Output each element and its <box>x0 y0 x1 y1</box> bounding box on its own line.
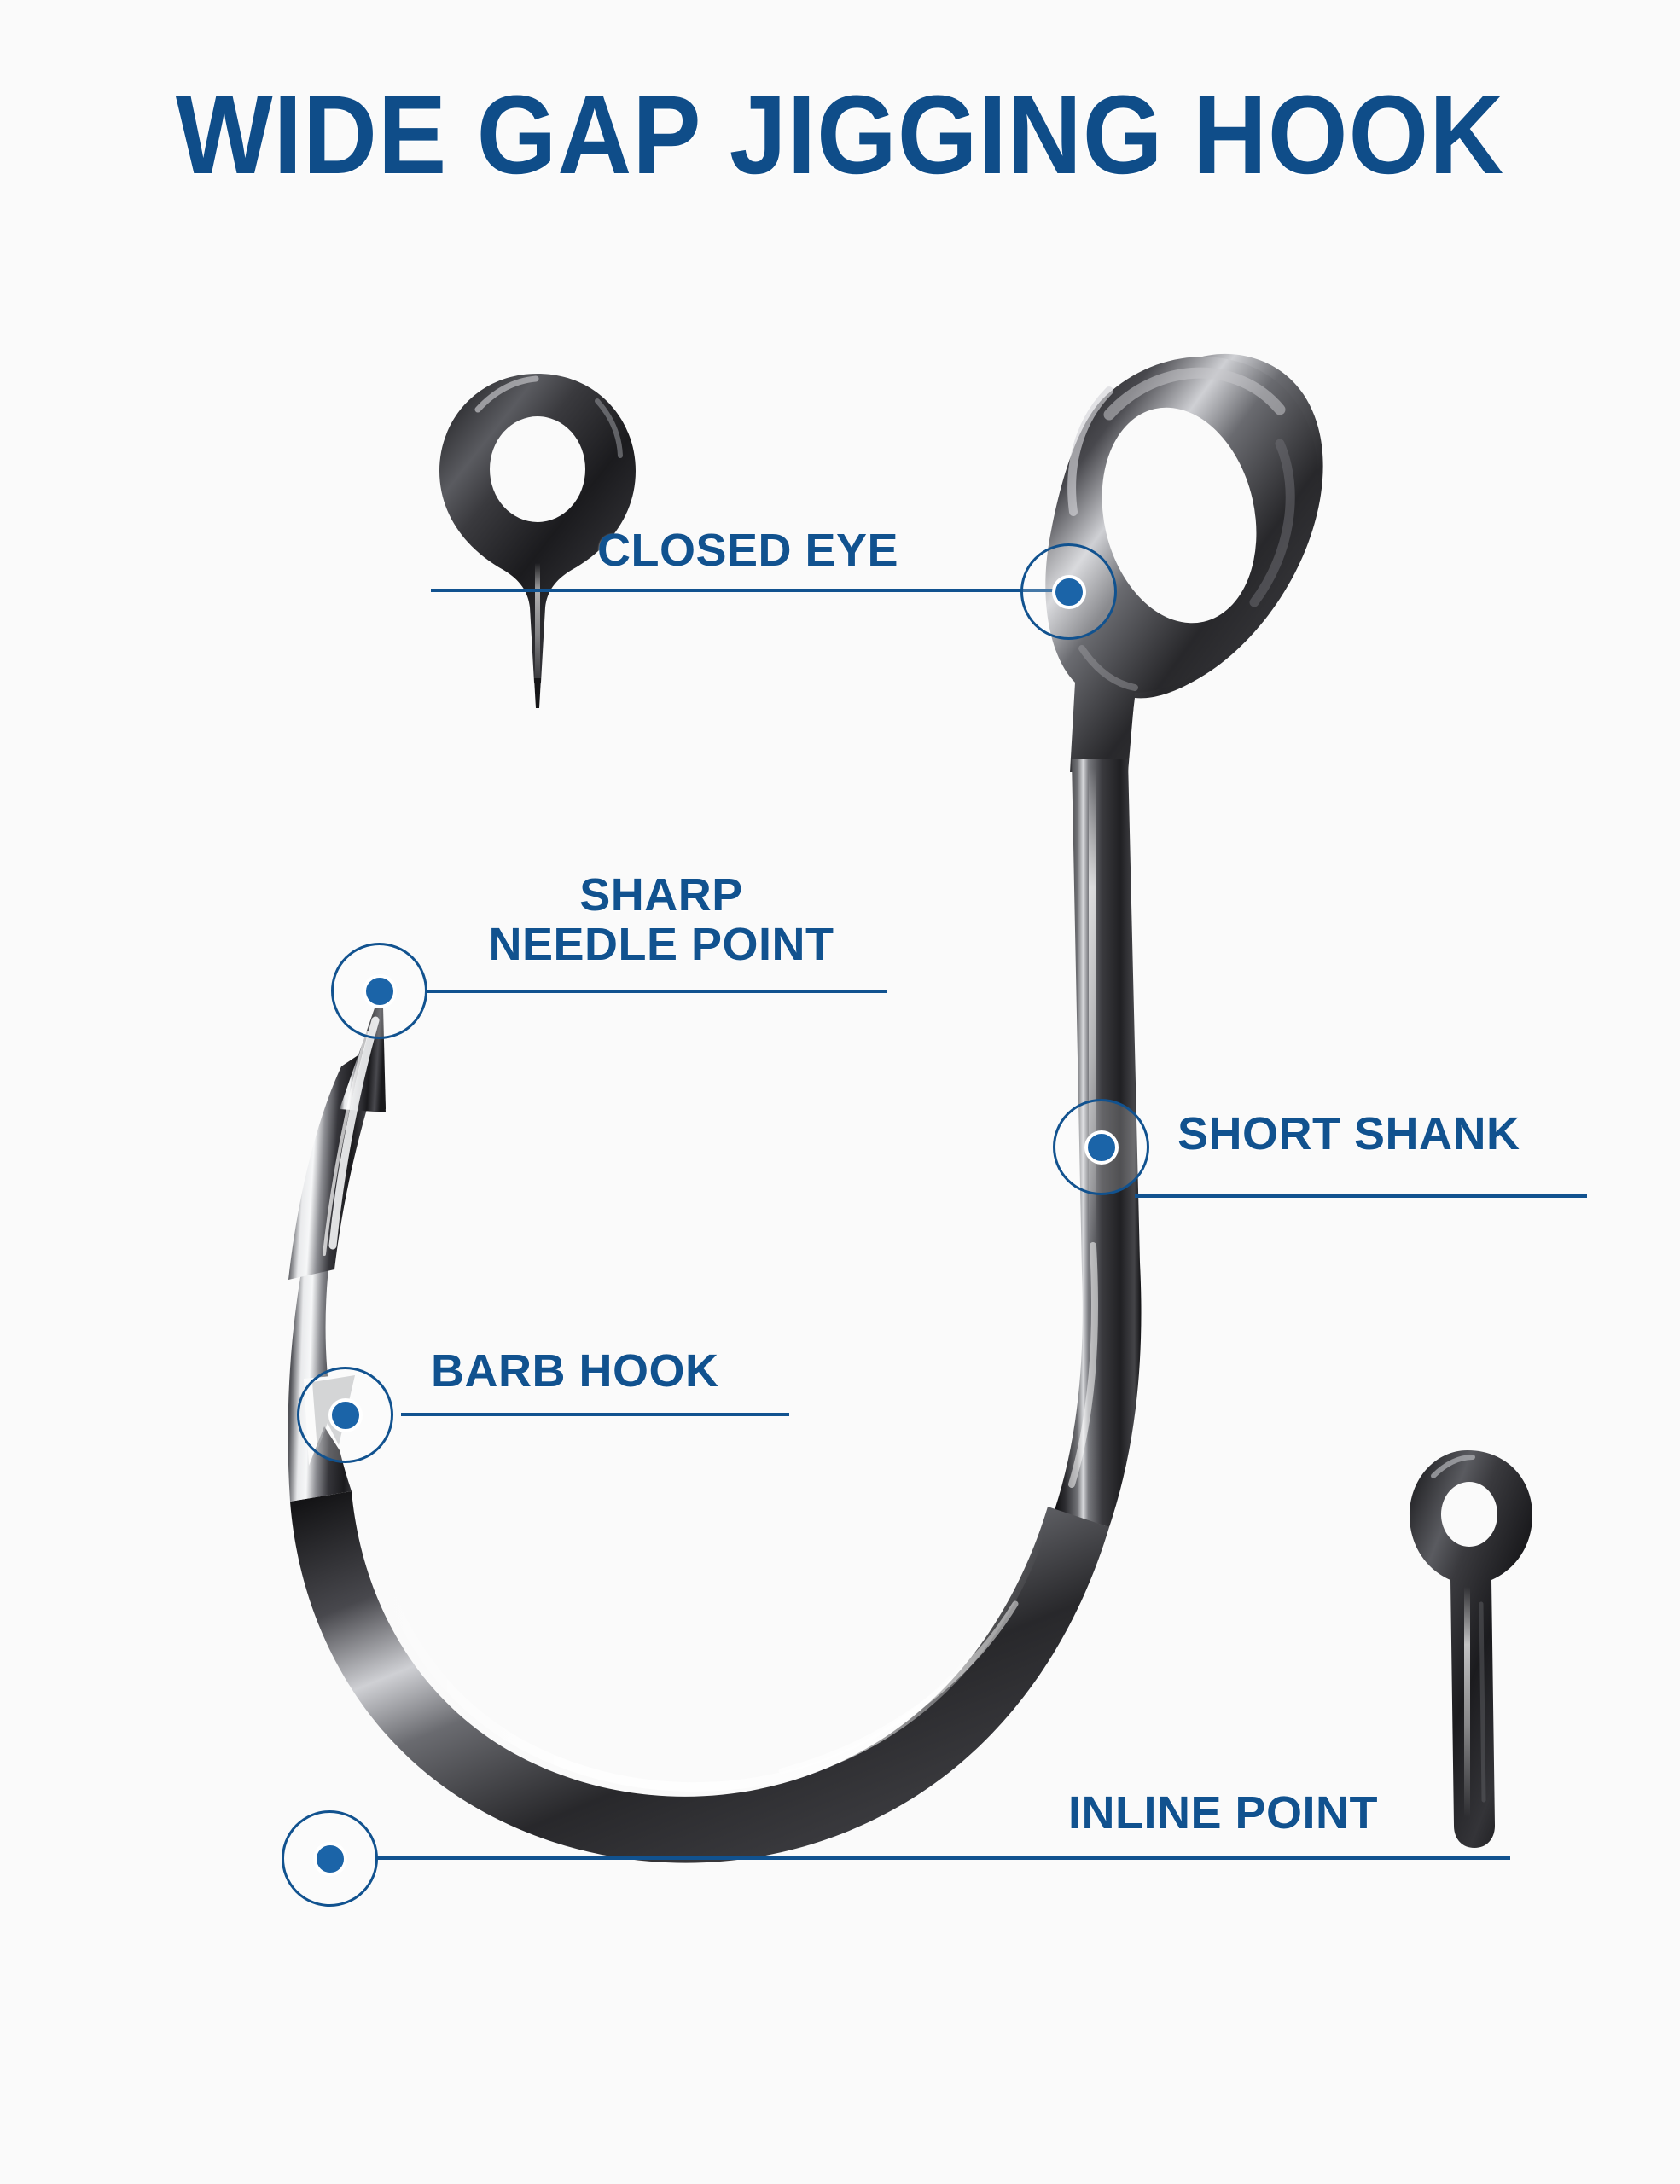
callout-line-barb-hook <box>401 1413 789 1416</box>
callout-label-line-1: SHARP <box>579 869 743 921</box>
main-hook-graphic <box>288 353 1323 1863</box>
marker-dot <box>362 973 397 1008</box>
callout-line-short-shank <box>1135 1194 1587 1198</box>
callout-label-closed-eye: CLOSED EYE <box>597 525 899 576</box>
marker-barb-hook[interactable] <box>297 1367 393 1463</box>
callout-label-barb-hook: BARB HOOK <box>431 1345 719 1397</box>
callout-label-sharp-needle-point: SHARP NEEDLE POINT <box>461 870 862 970</box>
marker-inline-point[interactable] <box>282 1810 378 1907</box>
callout-line-closed-eye <box>431 589 1067 592</box>
callout-label-short-shank: SHORT SHANK <box>1177 1108 1520 1159</box>
marker-dot <box>328 1397 363 1432</box>
marker-dot <box>1051 574 1086 609</box>
marker-closed-eye[interactable] <box>1020 543 1117 640</box>
marker-short-shank[interactable] <box>1053 1099 1149 1195</box>
marker-dot <box>1084 1130 1119 1165</box>
page-title: WIDE GAP JIGGING HOOK <box>175 72 1505 197</box>
main-hook-bend <box>290 1491 1109 1863</box>
callout-line-sharp-needle-point <box>427 990 887 993</box>
callout-label-line-2: NEEDLE POINT <box>488 919 834 971</box>
callout-label-inline-point: INLINE POINT <box>1068 1787 1379 1838</box>
marker-sharp-needle-point[interactable] <box>331 943 427 1039</box>
marker-dot <box>312 1841 347 1876</box>
inline-point-detail-graphic <box>1410 1450 1532 1848</box>
callout-line-inline-point <box>375 1856 1510 1860</box>
